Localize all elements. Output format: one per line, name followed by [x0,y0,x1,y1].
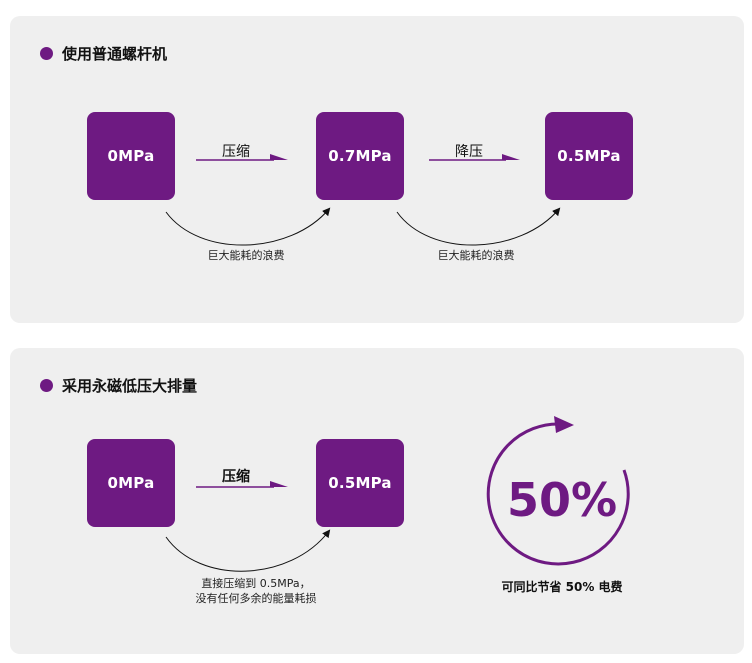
bullet-dot-icon [40,47,53,60]
saving-caption: 可同比节省 50% 电费 [501,580,623,594]
note-line-2: 没有任何多余的能量耗损 [195,592,317,605]
curved-arrow-2 [396,207,561,246]
curved-arrow-3 [165,529,331,572]
pressure-box-start: 0MPa [87,439,175,527]
section-heading: 采用永磁低压大排量 [40,375,197,396]
note-line-1: 直接压缩到 0.5MPa， [201,577,311,590]
pressure-box-compressed: 0.7MPa [316,112,404,200]
step-label-decompress: 降压 [455,144,483,160]
panel-standard-screw-compressor: 使用普通螺杆机 0MPa 0.7MPa 0.5MPa 压缩 降压 巨大能耗的浪费… [10,16,744,323]
section-heading: 使用普通螺杆机 [40,43,167,64]
direct-compress-note: 直接压缩到 0.5MPa， 没有任何多余的能量耗损 [146,576,366,606]
pressure-box-reduced: 0.5MPa [545,112,633,200]
pressure-box-start: 0MPa [87,112,175,200]
section-title: 采用永磁低压大排量 [62,377,198,395]
panel-permanent-magnet-compressor: 采用永磁低压大排量 0MPa 0.5MPa 压缩 直接压缩到 0.5MPa， 没… [10,348,744,654]
connector-arrow-compress [196,154,288,161]
energy-waste-note-2: 巨大能耗的浪费 [437,249,515,262]
connector-arrow-compress-2 [196,481,288,488]
bullet-dot-icon [40,379,53,392]
curved-arrow-1 [165,207,331,246]
section-title: 使用普通螺杆机 [62,45,168,63]
energy-waste-note-1: 巨大能耗的浪费 [207,249,285,262]
step-label-compress: 压缩 [222,144,250,160]
circular-arrow-icon [486,416,630,566]
saving-percentage: 50% [506,473,618,527]
pressure-box-target: 0.5MPa [316,439,404,527]
connector-arrow-decompress [429,154,520,161]
step-label-compress: 压缩 [222,469,250,485]
